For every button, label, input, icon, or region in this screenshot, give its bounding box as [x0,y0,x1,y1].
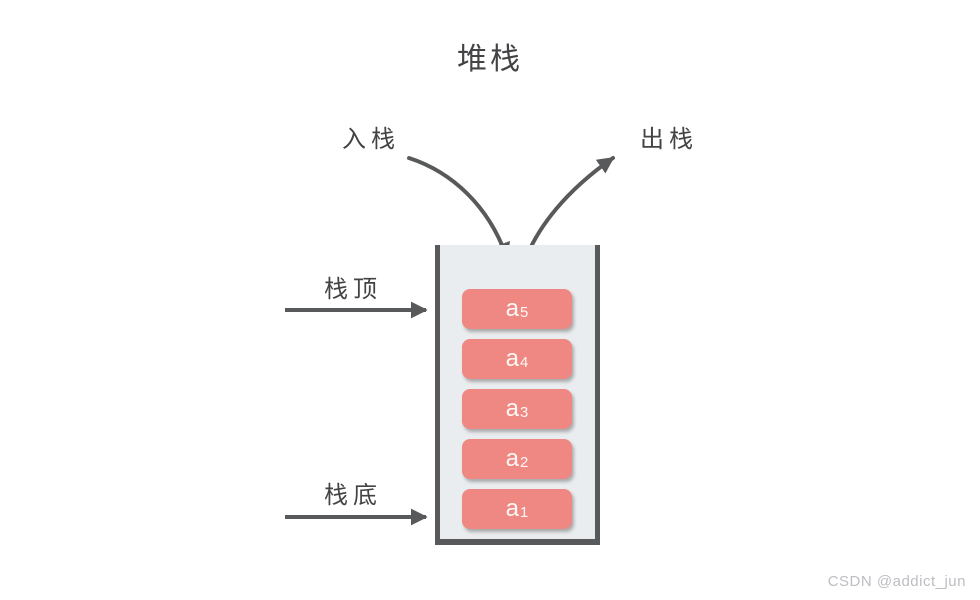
stack-item-label: a [505,345,520,372]
push-label: 入栈 [342,126,400,153]
stack-item-label: a [505,395,520,422]
diagram-title: 堆栈 [457,43,523,76]
push-arrow-icon [407,156,510,260]
stack-item-label: a [505,495,520,522]
pop-label: 出栈 [640,126,698,153]
stack-item-label: a [505,295,520,322]
stack-top-label: 栈顶 [324,276,382,303]
watermark: CSDN @addict_jun [827,573,966,590]
stack-item-label: a [505,445,520,472]
stack-bottom-label: 栈底 [324,482,382,509]
